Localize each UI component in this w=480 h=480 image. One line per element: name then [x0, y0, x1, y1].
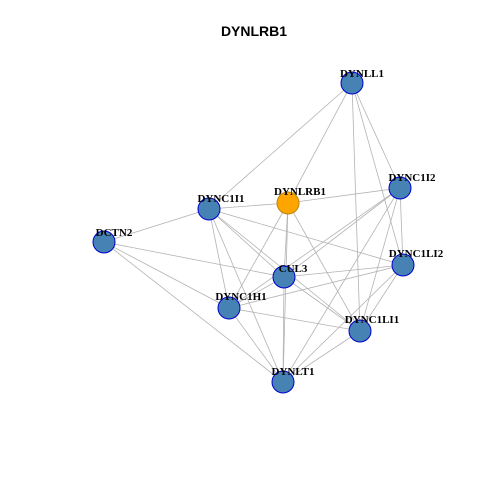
- edge-dync1i1-dynlt1: [208, 208, 284, 383]
- node-label-dync1li1: DYNC1LI1: [345, 314, 399, 326]
- node-label-dctn2: DCTN2: [96, 227, 133, 239]
- edge-dync1i2-cul3: [283, 187, 401, 278]
- edge-dync1i2-dynlt1: [282, 187, 401, 383]
- node-dync1li2: [391, 253, 415, 277]
- edge-dctn2-dync1h1: [103, 241, 230, 309]
- node-dynlrb1: [276, 191, 300, 215]
- label-layer: DYNLL1DYNC1I2DYNLRB1DYNC1I1DCTN2DYNC1LI2…: [96, 68, 444, 378]
- node-label-dynll1: DYNLL1: [340, 68, 384, 80]
- edge-dync1i1-dctn2: [103, 208, 210, 243]
- node-label-dync1i2: DYNC1I2: [388, 172, 436, 184]
- edge-dynll1-dync1i2: [351, 82, 401, 189]
- edge-dync1i1-cul3: [208, 208, 285, 278]
- node-dynll1: [340, 71, 364, 95]
- node-label-dynlrb1: DYNLRB1: [274, 186, 326, 198]
- edge-dync1li2-dync1h1: [228, 264, 404, 309]
- edge-dync1li2-dynlt1: [282, 264, 404, 383]
- node-dync1li1: [348, 319, 372, 343]
- edge-dync1i2-dync1li2: [399, 187, 404, 266]
- node-dync1i1: [197, 197, 221, 221]
- edge-dync1i1-dync1h1: [208, 208, 230, 309]
- edge-dync1i2-dync1h1: [228, 187, 401, 309]
- node-label-dync1i1: DYNC1I1: [197, 193, 244, 205]
- node-label-cul3: CUL3: [279, 263, 308, 275]
- edge-dynlrb1-dynlt1: [282, 202, 289, 383]
- edge-dctn2-dynlt1: [103, 241, 284, 383]
- edge-dynlrb1-dync1li1: [287, 202, 361, 332]
- node-dctn2: [92, 230, 116, 254]
- edge-dync1i1-dync1li2: [208, 208, 404, 266]
- node-dync1h1: [217, 296, 241, 320]
- node-label-dync1h1: DYNC1H1: [215, 291, 266, 303]
- node-dynlt1: [271, 370, 295, 394]
- edge-dync1i2-dync1li1: [359, 187, 401, 332]
- edge-dynlrb1-dync1h1: [228, 202, 289, 309]
- edge-cul3-dync1li1: [283, 276, 361, 332]
- node-layer: [92, 71, 415, 394]
- edge-dync1h1-dync1li1: [228, 307, 361, 332]
- edge-dync1i2-dynlrb1: [287, 187, 401, 204]
- node-label-dynlt1: DYNLT1: [272, 366, 315, 378]
- edge-dync1li1-dynlt1: [282, 330, 361, 383]
- edge-dynll1-dynlrb1: [287, 82, 353, 204]
- edge-cul3-dynlt1: [282, 276, 285, 383]
- edge-dynll1-dync1i1: [208, 82, 353, 210]
- edge-dctn2-cul3: [103, 241, 285, 278]
- node-cul3: [272, 265, 296, 289]
- edge-dynll1-dync1li1: [351, 82, 361, 332]
- edge-dynll1-dync1li2: [351, 82, 404, 266]
- node-dync1i2: [388, 176, 412, 200]
- edge-dync1i1-dynlrb1: [208, 202, 289, 210]
- edge-dync1li2-dync1li1: [359, 264, 404, 332]
- node-label-dync1li2: DYNC1LI2: [389, 248, 444, 260]
- graph-title: DYNLRB1: [221, 23, 287, 39]
- edge-dync1h1-dynlt1: [228, 307, 284, 383]
- edge-layer: [103, 82, 404, 383]
- edge-dync1li2-cul3: [283, 264, 404, 278]
